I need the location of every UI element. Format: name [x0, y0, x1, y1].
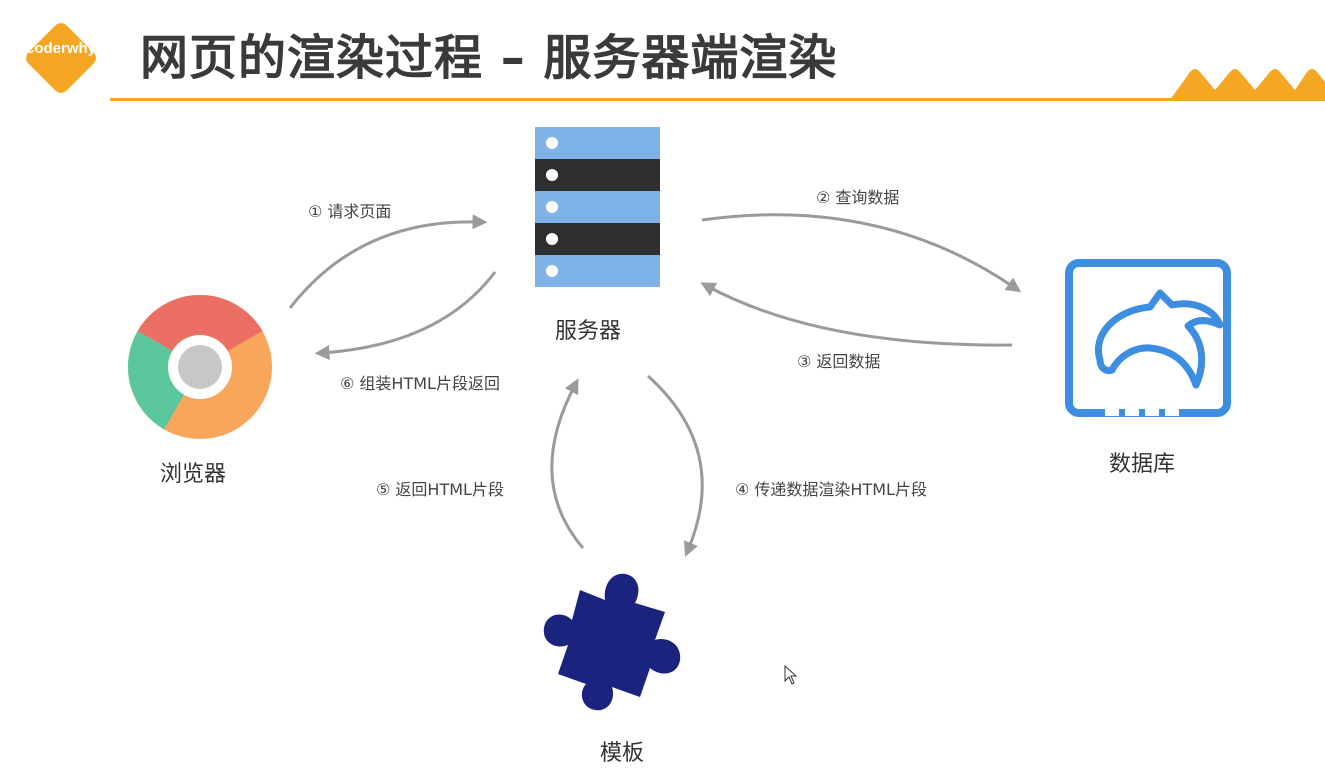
decorative-waves	[1170, 69, 1325, 100]
mouse-cursor-icon	[784, 665, 798, 685]
browser-label: 浏览器	[160, 462, 227, 487]
server-label: 服务器	[555, 319, 622, 344]
title-divider	[110, 98, 1325, 101]
edge-label-pass-data-render: ④ 传递数据渲染HTML片段	[735, 480, 927, 499]
arrow-request-page	[288, 214, 488, 309]
edge-label-query-data: ② 查询数据	[816, 188, 900, 207]
edge-label-return-fragment: ⑤ 返回HTML片段	[376, 480, 504, 499]
chrome-icon	[127, 294, 272, 439]
mysql-dolphin-icon	[1065, 259, 1231, 417]
arrow-return-data	[700, 282, 1013, 347]
coderwhy-logo	[26, 23, 96, 93]
server-icon	[535, 127, 660, 287]
arrow-query-data	[701, 213, 1022, 293]
logo-text: coderwhy	[25, 40, 97, 57]
arrow-return-fragment	[550, 378, 585, 549]
page-title: 网页的渲染过程 – 服务器端渲染	[140, 30, 838, 86]
edge-label-assemble-return: ⑥ 组装HTML片段返回	[340, 374, 500, 393]
arrow-pass-data-render	[646, 374, 704, 557]
template-label: 模板	[600, 741, 645, 766]
edge-label-request-page: ① 请求页面	[308, 202, 392, 221]
puzzle-piece-icon	[543, 573, 681, 711]
edge-label-return-data: ③ 返回数据	[797, 352, 881, 371]
arrow-return-html	[314, 271, 497, 360]
database-label: 数据库	[1109, 452, 1176, 477]
